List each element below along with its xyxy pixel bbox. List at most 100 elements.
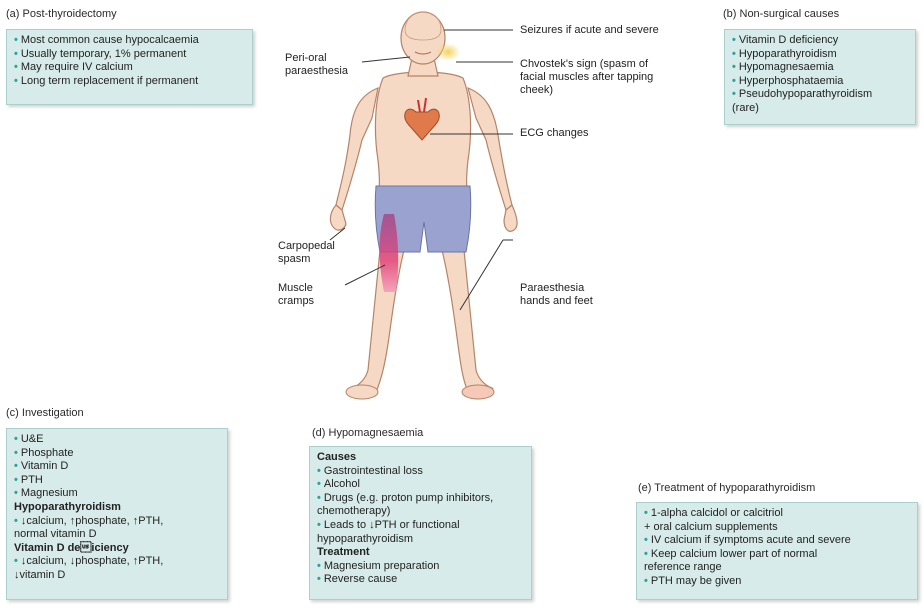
list-item: •Keep calcium lower part of normal (644, 548, 910, 562)
list-item: •↓calcium, ↑phosphate, ↑PTH, (14, 515, 220, 529)
bullet-icon: • (317, 519, 321, 531)
list-item-text: Drugs (e.g. proton pump inhibitors, (324, 492, 493, 504)
subheading-hypoparathyroidism: Hypoparathyroidism (14, 501, 220, 515)
list-item-text: Keep calcium lower part of normal (651, 548, 817, 560)
callout-chvostek-line3: cheek) (520, 84, 653, 97)
list-item-text: May require IV calcium (21, 61, 133, 73)
list-item-continued: chemotherapy) (317, 505, 524, 519)
section-a-box: •Most common cause hypocalcaemia •Usuall… (6, 29, 253, 105)
section-b-title: (b) Non-surgical causes (723, 8, 839, 20)
list-item-text: Long term replacement if permanent (21, 75, 198, 87)
list-item: •Drugs (e.g. proton pump inhibitors, (317, 492, 524, 506)
bullet-icon: • (644, 548, 648, 560)
bullet-icon: • (317, 478, 321, 490)
callout-paraesthesia: Paraesthesia hands and feet (520, 282, 593, 308)
list-item-continued: hypoparathyroidism (317, 533, 524, 547)
section-b-list: •Vitamin D deficiency •Hypoparathyroidis… (732, 34, 908, 116)
list-item: •Long term replacement if permanent (14, 75, 245, 89)
callout-carpopedal: Carpopedal spasm (278, 240, 335, 266)
subheading-causes: Causes (317, 451, 524, 465)
callout-perioral: Peri-oral paraesthesia (285, 52, 348, 78)
list-item-text: Usually temporary, 1% permanent (21, 48, 186, 60)
list-item-text: Leads to ↓PTH or functional (324, 519, 460, 531)
list-item-text: Hypoparathyroidism (739, 48, 837, 60)
list-item-text: IV calcium if symptoms acute and severe (651, 534, 851, 546)
subheading-treatment: Treatment (317, 546, 524, 560)
bullet-icon: • (14, 474, 18, 486)
list-item: •Vitamin D (14, 460, 220, 474)
callout-ecg-text: ECG changes (520, 127, 588, 139)
list-item: •Magnesium (14, 487, 220, 501)
list-item-continued: reference range (644, 561, 910, 575)
section-b-box: •Vitamin D deficiency •Hypoparathyroidis… (724, 29, 916, 125)
cheek-highlight (436, 43, 460, 61)
bullet-icon: • (14, 555, 18, 567)
callout-ecg: ECG changes (520, 127, 588, 140)
bullet-icon: • (14, 61, 18, 73)
callout-carpopedal-line1: Carpopedal (278, 240, 335, 253)
list-item-text: Magnesium preparation (324, 560, 440, 572)
callout-carpopedal-line2: spasm (278, 253, 335, 266)
callout-chvostek-line1: Chvostek's sign (spasm of (520, 58, 653, 71)
list-item: •Hypomagnesaemia (732, 61, 908, 75)
thigh-muscle-highlight (380, 214, 399, 292)
list-item: •IV calcium if symptoms acute and severe (644, 534, 910, 548)
list-item-continued: + oral calcium supplements (644, 521, 910, 535)
section-d-list: Causes •Gastrointestinal loss •Alcohol •… (317, 451, 524, 587)
bullet-icon: • (644, 534, 648, 546)
right-foot (462, 385, 494, 399)
list-item: •Most common cause hypocalcaemia (14, 34, 245, 48)
bullet-icon: • (644, 575, 648, 587)
bullet-icon: • (732, 75, 736, 87)
list-item-note: (rare) (732, 102, 908, 116)
section-a-list: •Most common cause hypocalcaemia •Usuall… (14, 34, 245, 88)
list-item-text: Reverse cause (324, 573, 397, 585)
callout-chvostek: Chvostek's sign (spasm of facial muscles… (520, 58, 653, 97)
list-item: •Gastrointestinal loss (317, 465, 524, 479)
bullet-icon: • (317, 492, 321, 504)
section-d-title: (d) Hypomagnesaemia (312, 427, 423, 439)
leader-perioral (362, 57, 410, 62)
list-item-text: Phosphate (21, 447, 74, 459)
list-item-text: ↓calcium, ↓phosphate, ↑PTH, (21, 555, 163, 567)
bullet-icon: • (732, 48, 736, 60)
bullet-icon: • (14, 75, 18, 87)
list-item-text: Hypomagnesaemia (739, 61, 834, 73)
callout-seizures-text: Seizures if acute and severe (520, 24, 659, 36)
callout-paraesthesia-line2: hands and feet (520, 295, 593, 308)
list-item-continued: ↓vitamin D (14, 569, 220, 583)
list-item-text: Gastrointestinal loss (324, 465, 423, 477)
section-e-list: •1-alpha calcidol or calcitriol + oral c… (644, 507, 910, 589)
list-item-text: ↓calcium, ↑phosphate, ↑PTH, (21, 515, 163, 527)
list-item-text: 1-alpha calcidol or calcitriol (651, 507, 783, 519)
list-item: •↓calcium, ↓phosphate, ↑PTH, (14, 555, 220, 569)
list-item: •Reverse cause (317, 573, 524, 587)
list-item: •Vitamin D deficiency (732, 34, 908, 48)
list-item: •U&E (14, 433, 220, 447)
list-item-text: (rare) (732, 102, 759, 114)
bullet-icon: • (14, 460, 18, 472)
list-item: •Magnesium preparation (317, 560, 524, 574)
bullet-icon: • (317, 465, 321, 477)
list-item: •Usually temporary, 1% permanent (14, 48, 245, 62)
callout-cramps-line2: cramps (278, 295, 314, 308)
list-item: •Leads to ↓PTH or functional (317, 519, 524, 533)
left-foot (346, 385, 378, 399)
section-a-title: (a) Post-thyroidectomy (6, 8, 117, 20)
list-item: •May require IV calcium (14, 61, 245, 75)
callout-chvostek-line2: facial muscles after tapping (520, 71, 653, 84)
list-item: •1-alpha calcidol or calcitriol (644, 507, 910, 521)
bullet-icon: • (732, 34, 736, 46)
bullet-icon: • (644, 507, 648, 519)
bullet-icon: • (732, 88, 736, 100)
list-item-text: Vitamin D deficiency (739, 34, 838, 46)
list-item: •Pseudohypoparathyroidism (732, 88, 908, 102)
callout-perioral-line1: Peri-oral (285, 52, 348, 65)
list-item-text: Most common cause hypocalcaemia (21, 34, 199, 46)
section-c-list: •U&E •Phosphate •Vitamin D •PTH •Magnesi… (14, 433, 220, 583)
bullet-icon: • (14, 34, 18, 46)
section-c-box: •U&E •Phosphate •Vitamin D •PTH •Magnesi… (6, 428, 228, 600)
list-item-text: Alcohol (324, 478, 360, 490)
list-item: •Hypoparathyroidism (732, 48, 908, 62)
list-item-text: Hyperphosphataemia (739, 75, 844, 87)
